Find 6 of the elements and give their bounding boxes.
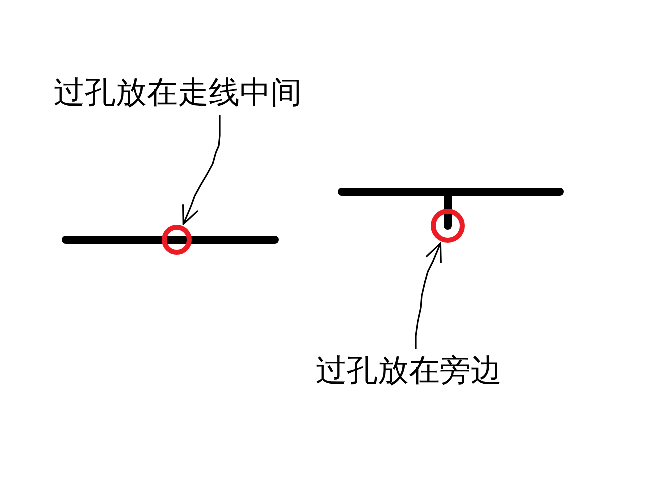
arrow <box>415 242 442 349</box>
via-ring <box>162 225 192 255</box>
arrow <box>182 115 221 226</box>
via-ring <box>431 209 465 243</box>
annotation-text: 过孔放在走线中间 <box>54 74 302 112</box>
annotation-text: 过孔放在旁边 <box>316 352 502 390</box>
